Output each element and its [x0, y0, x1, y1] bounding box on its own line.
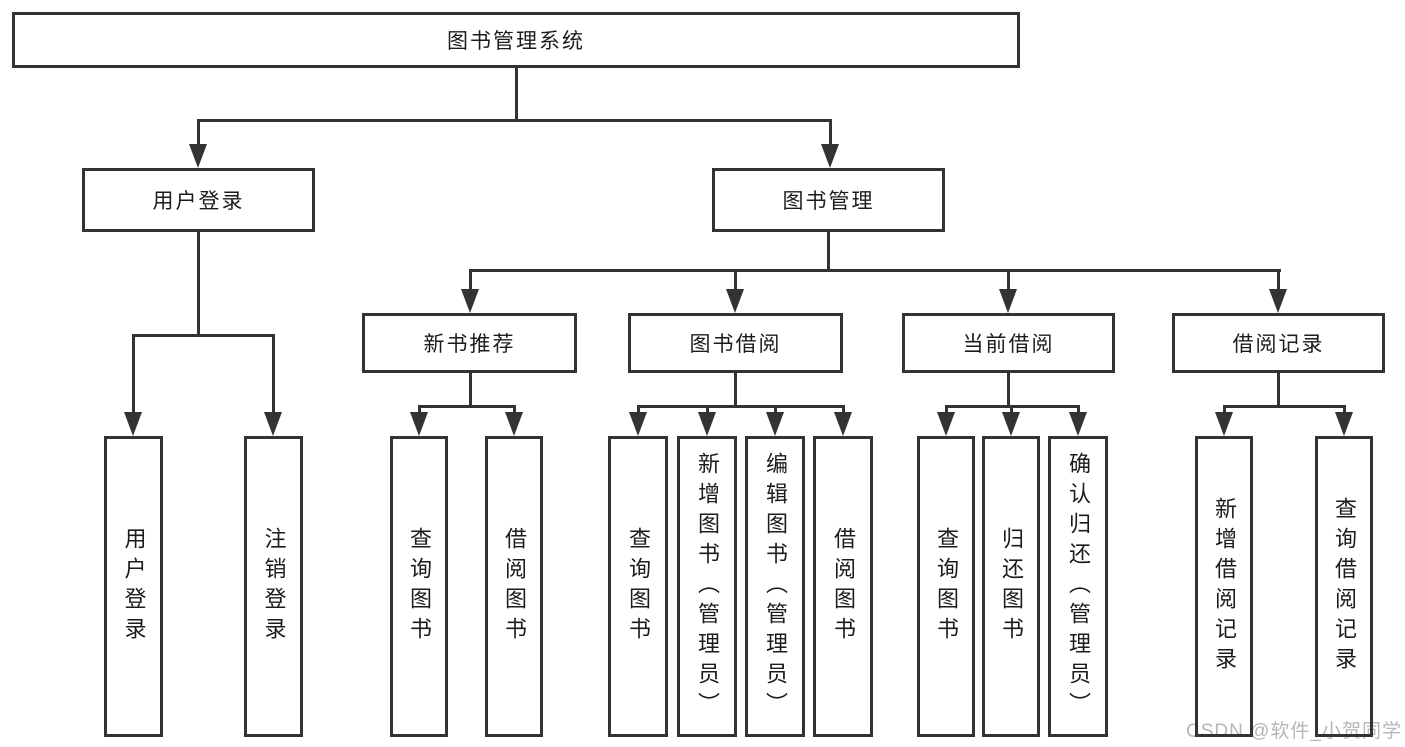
leaf-br-add-record-label: 新增借阅记录 [1212, 496, 1237, 677]
connector-arrow-line-book-borrow [734, 269, 737, 290]
node-root-label: 图书管理系统 [447, 30, 585, 53]
connector-user-login-stem [197, 232, 200, 337]
leaf-br-query-record-label: 查询借阅记录 [1332, 496, 1357, 677]
arrowhead-book-mgmt [821, 144, 839, 168]
connector-book-borrow-bar [637, 405, 845, 408]
connector-arrow-line-new-book-rec [469, 269, 472, 290]
leaf-user-login-label: 用户登录 [121, 526, 147, 647]
leaf-bb-query-books-label: 查询图书 [626, 526, 651, 647]
arrowhead-bb-add [698, 412, 716, 436]
connector-arrow-line-book-mgmt [829, 119, 832, 145]
leaf-cb-confirm-return-admin-label: 确认归还（管理员） [1066, 451, 1091, 722]
connector-arrow-line-leaf-user-login [132, 334, 135, 413]
connector-book-borrow-stem [734, 373, 737, 408]
arrowhead-nbr-query [410, 412, 428, 436]
arrowhead-current-borrow [999, 289, 1017, 313]
connector-arrow-line-bb-add [706, 405, 709, 414]
connector-root-stem [515, 68, 518, 120]
connector-level3-bar [469, 269, 1281, 272]
arrowhead-borrow-records [1269, 289, 1287, 313]
leaf-br-query-record: 查询借阅记录 [1315, 436, 1373, 737]
leaf-cb-query-books-label: 查询图书 [934, 526, 959, 647]
node-book-mgmt-label: 图书管理 [782, 190, 875, 213]
connector-new-book-rec-stem [469, 373, 472, 408]
node-user-login-label: 用户登录 [152, 190, 245, 213]
connector-arrow-line-nbr-query [418, 405, 421, 414]
leaf-br-add-record: 新增借阅记录 [1195, 436, 1253, 737]
leaf-user-login: 用户登录 [104, 436, 163, 737]
arrowhead-br-add [1215, 412, 1233, 436]
node-new-book-recommend-label: 新书推荐 [423, 333, 516, 356]
arrowhead-cb-return [1002, 412, 1020, 436]
arrowhead-cb-confirm [1069, 412, 1087, 436]
leaf-bb-borrow-books: 借阅图书 [813, 436, 873, 737]
leaf-nbr-query-books-label: 查询图书 [407, 526, 432, 647]
connector-arrow-line-bb-borrow [842, 405, 845, 414]
leaf-bb-edit-book-admin: 编辑图书（管理员） [745, 436, 805, 737]
connector-arrow-line-nbr-borrow [513, 405, 516, 414]
node-current-borrow-label: 当前借阅 [962, 333, 1055, 356]
connector-borrow-records-stem [1277, 373, 1280, 408]
connector-arrow-line-borrow-records [1277, 269, 1280, 290]
leaf-cb-return-books: 归还图书 [982, 436, 1040, 737]
leaf-cb-confirm-return-admin: 确认归还（管理员） [1048, 436, 1108, 737]
node-user-login: 用户登录 [82, 168, 315, 232]
connector-arrow-line-cb-return [1010, 405, 1013, 414]
connector-current-borrow-stem [1007, 373, 1010, 408]
connector-arrow-line-br-query [1343, 405, 1346, 414]
connector-arrow-line-current-borrow [1007, 269, 1010, 290]
leaf-logout: 注销登录 [244, 436, 303, 737]
connector-arrow-line-user-login [197, 119, 200, 145]
connector-borrow-records-bar [1223, 405, 1346, 408]
connector-arrow-line-bb-query [637, 405, 640, 414]
leaf-nbr-query-books: 查询图书 [390, 436, 448, 737]
arrowhead-bb-edit [766, 412, 784, 436]
leaf-cb-return-books-label: 归还图书 [999, 526, 1024, 647]
leaf-bb-add-book-admin: 新增图书（管理员） [677, 436, 737, 737]
arrowhead-nbr-borrow [505, 412, 523, 436]
connector-level2-bar [197, 119, 832, 122]
arrowhead-user-login [189, 144, 207, 168]
connector-new-book-rec-bar [418, 405, 516, 408]
node-new-book-recommend: 新书推荐 [362, 313, 577, 373]
arrowhead-br-query [1335, 412, 1353, 436]
leaf-cb-query-books: 查询图书 [917, 436, 975, 737]
node-borrow-records-label: 借阅记录 [1232, 333, 1325, 356]
connector-arrow-line-cb-query [945, 405, 948, 414]
connector-arrow-line-leaf-logout [272, 334, 275, 413]
arrowhead-bb-borrow [834, 412, 852, 436]
arrowhead-leaf-logout [264, 412, 282, 436]
leaf-bb-add-book-admin-label: 新增图书（管理员） [695, 451, 720, 722]
leaf-nbr-borrow-books-label: 借阅图书 [502, 526, 527, 647]
node-root: 图书管理系统 [12, 12, 1020, 68]
arrowhead-new-book-rec [461, 289, 479, 313]
node-book-borrow-label: 图书借阅 [689, 333, 782, 356]
arrowhead-leaf-user-login [124, 412, 142, 436]
leaf-bb-borrow-books-label: 借阅图书 [831, 526, 856, 647]
arrowhead-book-borrow [726, 289, 744, 313]
connector-book-mgmt-stem [827, 232, 830, 272]
leaf-bb-edit-book-admin-label: 编辑图书（管理员） [763, 451, 788, 722]
leaf-nbr-borrow-books: 借阅图书 [485, 436, 543, 737]
node-book-borrow: 图书借阅 [628, 313, 843, 373]
node-borrow-records: 借阅记录 [1172, 313, 1385, 373]
leaf-bb-query-books: 查询图书 [608, 436, 668, 737]
connector-arrow-line-cb-confirm [1077, 405, 1080, 414]
arrowhead-bb-query [629, 412, 647, 436]
connector-arrow-line-br-add [1223, 405, 1226, 414]
node-book-mgmt: 图书管理 [712, 168, 945, 232]
connector-user-login-bar [132, 334, 275, 337]
connector-arrow-line-bb-edit [774, 405, 777, 414]
leaf-logout-label: 注销登录 [261, 526, 287, 647]
arrowhead-cb-query [937, 412, 955, 436]
node-current-borrow: 当前借阅 [902, 313, 1115, 373]
